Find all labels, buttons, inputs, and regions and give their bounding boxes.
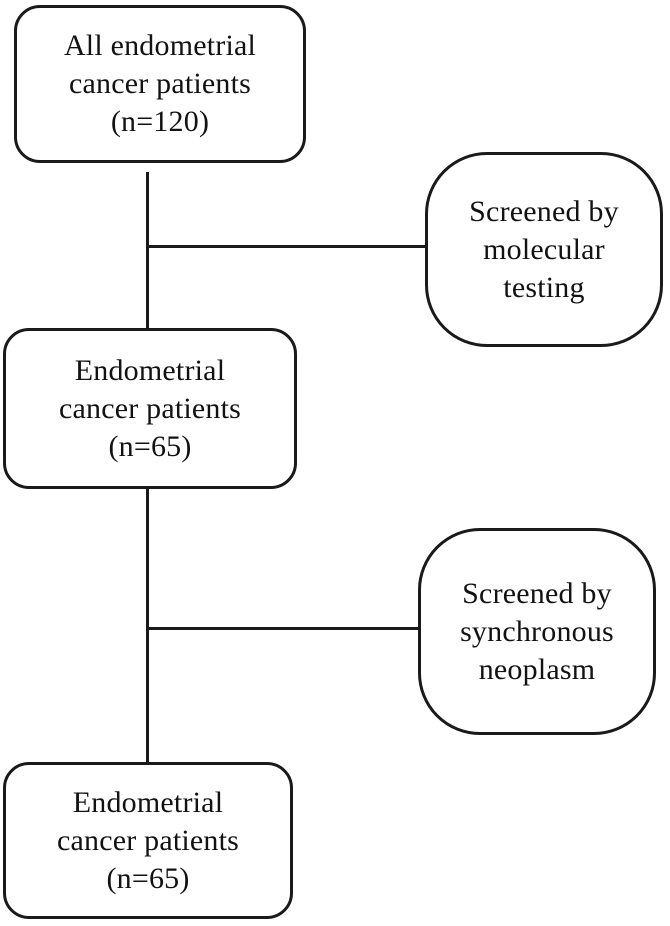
text-line: cancer patients [58, 391, 242, 425]
text-line: (n=120) [110, 105, 210, 138]
node-patients-after-molecular-screening-text: Endometrial cancer patients (n=65) [59, 352, 241, 466]
text-line: Screened by [462, 576, 612, 610]
node-screened-by-molecular-testing: Screened by molecular testing [425, 152, 663, 347]
node-screened-by-molecular-testing-text: Screened by molecular testing [469, 193, 619, 307]
text-line: Endometrial [72, 785, 224, 819]
text-line: neoplasm [478, 652, 596, 686]
node-screened-by-synchronous-neoplasm-text: Screened by synchronous neoplasm [460, 575, 614, 689]
connector-vertical-top-line [146, 172, 149, 328]
node-patients-final: Endometrial cancer patients (n=65) [3, 762, 293, 919]
text-line: testing [503, 270, 585, 304]
node-patients-final-text: Endometrial cancer patients (n=65) [57, 784, 239, 898]
text-line: synchronous [460, 614, 614, 648]
connector-branch-synchronous-line [146, 627, 418, 630]
node-screened-by-synchronous-neoplasm: Screened by synchronous neoplasm [418, 528, 656, 735]
text-line: All endometrial [63, 29, 257, 62]
connector-branch-molecular-line [146, 245, 425, 248]
text-line: cancer patients [68, 67, 252, 100]
text-line: (n=65) [106, 861, 190, 895]
text-line: (n=65) [108, 429, 192, 463]
node-patients-after-molecular-screening: Endometrial cancer patients (n=65) [3, 328, 297, 489]
node-all-endometrial-patients-text: All endometrial cancer patients (n=120) [64, 27, 256, 141]
connector-vertical-bottom-line [146, 489, 149, 762]
text-line: molecular [483, 232, 605, 266]
node-all-endometrial-patients: All endometrial cancer patients (n=120) [14, 5, 306, 163]
text-line: cancer patients [56, 823, 240, 857]
text-line: Screened by [469, 194, 619, 228]
text-line: Endometrial [74, 353, 226, 387]
